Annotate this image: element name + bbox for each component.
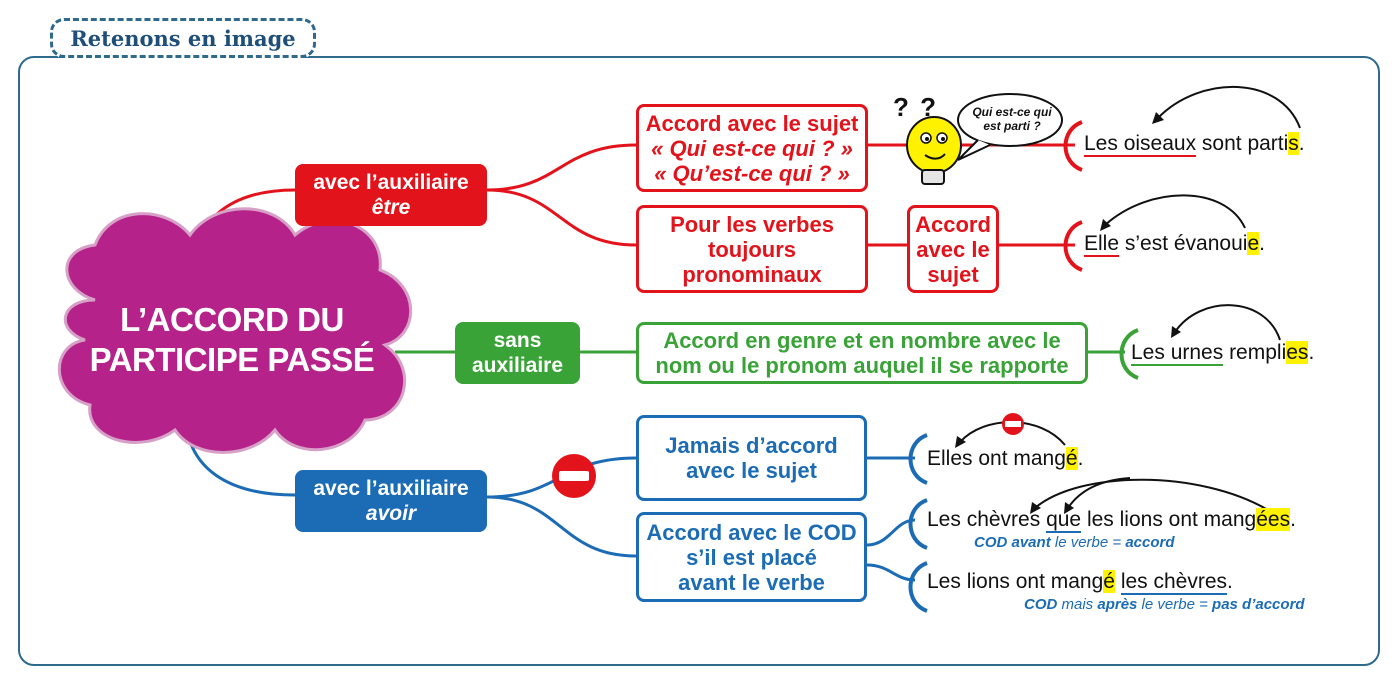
note-cod-avant: COD avant le verbe = accord bbox=[974, 534, 1175, 551]
example-urnes-ending: es bbox=[1286, 341, 1309, 364]
rule-pronominaux: Pour les verbes toujours pronominaux bbox=[636, 205, 868, 293]
example-urnes: Les urnes remplies. bbox=[1131, 341, 1315, 366]
rule-cod-line1: Accord avec le COD bbox=[646, 519, 857, 545]
rule-pronominaux-line3: pronominaux bbox=[682, 261, 822, 287]
rule-pronominaux-accord-line3: sujet bbox=[927, 261, 979, 287]
example-chevres-verb: les lions ont mang bbox=[1081, 508, 1257, 531]
speech-bubble-shape bbox=[957, 93, 1063, 161]
center-title-line1: L’ACCORD DU bbox=[120, 301, 344, 338]
rule-jamais-line1: Jamais d’accord bbox=[665, 433, 838, 458]
branch-avoir: avec l’auxiliaire avoir bbox=[295, 470, 487, 532]
speech-bubble-text: Qui est-ce qui est parti ? bbox=[957, 105, 1067, 133]
example-oiseaux: Les oiseaux sont partis. bbox=[1084, 132, 1305, 157]
rule-pronominaux-accord-line1: Accord bbox=[915, 211, 991, 237]
branch-sans: sans auxiliaire bbox=[455, 322, 580, 384]
rule-accord-sujet-line1: Accord avec le sujet bbox=[645, 110, 859, 136]
example-urnes-participle: rempli bbox=[1223, 341, 1287, 364]
note-cod-avant-cod: COD avant bbox=[974, 534, 1051, 551]
branch-etre: avec l’auxiliaire être bbox=[295, 164, 487, 226]
example-urnes-period: . bbox=[1308, 341, 1315, 364]
example-chevres-period: . bbox=[1290, 508, 1296, 531]
rule-sans-line1: Accord en genre et en nombre avec le bbox=[663, 328, 1061, 353]
example-lions-period: . bbox=[1227, 570, 1233, 593]
rule-sans-line2: nom ou le pronom auquel il se rapporte bbox=[655, 353, 1069, 378]
lightbulb-icon bbox=[906, 116, 962, 185]
rule-accord-sujet-line2: « Qui est-ce qui ? » bbox=[651, 135, 853, 161]
example-urnes-subject: urnes bbox=[1170, 341, 1224, 366]
example-chevres-cod: que bbox=[1046, 508, 1082, 533]
example-oiseaux-ending: s bbox=[1288, 132, 1299, 155]
note-cod-apres-result: pas d’accord bbox=[1212, 596, 1305, 613]
example-elle-subject: Elle bbox=[1084, 232, 1120, 257]
example-lions-space bbox=[1115, 570, 1121, 593]
branch-etre-auxiliary: être bbox=[371, 196, 411, 219]
example-oiseaux-period: . bbox=[1298, 132, 1305, 155]
branch-avoir-auxiliary: avoir bbox=[365, 502, 417, 525]
example-elles-text: Elles ont mang bbox=[927, 447, 1066, 470]
center-title-line2: PARTICIPE PASSÉ bbox=[89, 341, 375, 378]
question-marks: ? ? bbox=[893, 92, 938, 122]
rule-accord-sujet: Accord avec le sujet « Qui est-ce qui ? … bbox=[636, 104, 868, 192]
note-cod-apres-apres: après bbox=[1097, 596, 1138, 613]
rule-sans-auxiliaire: Accord en genre et en nombre avec le nom… bbox=[636, 322, 1088, 384]
branch-sans-label2: auxiliaire bbox=[471, 354, 564, 377]
example-chevres: Les chèvres que les lions ont mangées. bbox=[927, 508, 1296, 533]
example-elle: Elle s’est évanouie. bbox=[1084, 232, 1265, 257]
example-oiseaux-verb: sont parti bbox=[1196, 132, 1289, 155]
example-elle-verb: s’est évanoui bbox=[1119, 232, 1248, 255]
rule-accord-sujet-line3: « Qu’est-ce qui ? » bbox=[654, 160, 850, 186]
rule-pronominaux-accord: Accord avec le sujet bbox=[907, 205, 999, 293]
example-elle-period: . bbox=[1259, 232, 1265, 255]
branch-etre-label: avec l’auxiliaire bbox=[313, 171, 469, 194]
example-elles-period: . bbox=[1077, 447, 1084, 470]
example-lions-ending: é bbox=[1103, 570, 1115, 593]
example-urnes-article: Les bbox=[1131, 341, 1171, 366]
note-cod-apres-mid2: le verbe = bbox=[1137, 596, 1213, 613]
bubble-line1: Qui est-ce qui bbox=[972, 105, 1052, 119]
section-title-tag: Retenons en image bbox=[50, 18, 316, 58]
example-oiseaux-subject: Les oiseaux bbox=[1084, 132, 1197, 157]
rule-cod-line3: avant le verbe bbox=[678, 569, 825, 595]
rule-jamais-line2: avec le sujet bbox=[686, 458, 817, 483]
note-cod-apres-mid1: mais bbox=[1057, 596, 1098, 613]
rule-pronominaux-accord-line2: avec le bbox=[916, 236, 990, 262]
note-cod-apres: COD mais après le verbe = pas d’accord bbox=[1024, 596, 1305, 613]
rule-pronominaux-line1: Pour les verbes bbox=[670, 211, 834, 237]
example-elles: Elles ont mangé. bbox=[927, 447, 1083, 471]
branch-avoir-label: avec l’auxiliaire bbox=[313, 477, 469, 500]
example-chevres-start: Les chèvres bbox=[927, 508, 1047, 531]
example-lions: Les lions ont mangé les chèvres. bbox=[927, 570, 1233, 595]
note-cod-apres-cod: COD bbox=[1024, 596, 1058, 613]
center-title: L’ACCORD DU PARTICIPE PASSÉ bbox=[62, 300, 402, 380]
section-title: Retenons en image bbox=[70, 25, 296, 51]
example-elles-ending: é bbox=[1065, 447, 1078, 470]
branch-sans-label1: sans bbox=[493, 329, 542, 352]
note-cod-avant-result: accord bbox=[1125, 534, 1175, 551]
note-cod-avant-rest: le verbe = bbox=[1050, 534, 1126, 551]
example-lions-cod: les chèvres bbox=[1120, 570, 1228, 595]
rule-accord-cod: Accord avec le COD s’il est placé avant … bbox=[636, 512, 867, 602]
example-chevres-ending: ées bbox=[1256, 508, 1291, 531]
rule-cod-line2: s’il est placé bbox=[686, 544, 817, 570]
rule-pronominaux-line2: toujours bbox=[708, 236, 796, 262]
center-cloud-shape bbox=[57, 207, 413, 454]
rule-jamais-accord: Jamais d’accord avec le sujet bbox=[636, 415, 867, 501]
diagram-frame bbox=[18, 56, 1380, 666]
example-elle-ending: e bbox=[1247, 232, 1260, 255]
bubble-line2: est parti ? bbox=[983, 119, 1041, 133]
example-lions-start: Les lions ont mang bbox=[927, 570, 1104, 593]
